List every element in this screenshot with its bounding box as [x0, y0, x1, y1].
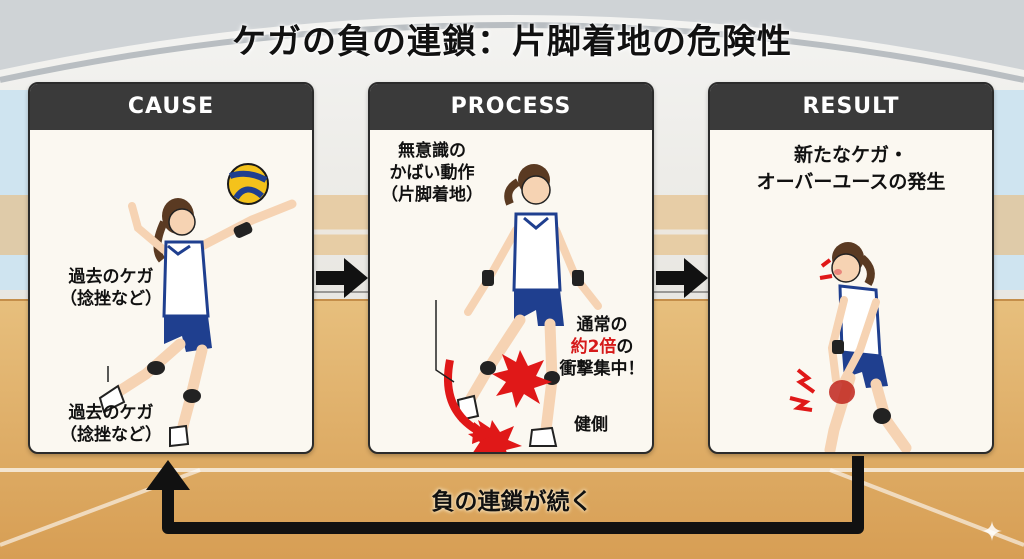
process-label-top: 無意識の かばい動作 （片脚着地）	[372, 140, 492, 206]
sparkle-icon	[982, 521, 1002, 541]
pain-spark-icon	[789, 258, 833, 412]
result-label-top: 新たなケガ・ オーバーユースの発生	[710, 142, 992, 196]
result-header: RESULT	[710, 84, 992, 130]
right-arrow-icon	[316, 258, 368, 298]
process-label-healthy-side: 健側	[574, 415, 608, 435]
loop-label: 負の連鎖が続く	[431, 489, 593, 515]
injured-player-illustration	[789, 242, 912, 452]
result-label-top-line2: オーバーユースの発生	[756, 171, 946, 193]
spiking-player-illustration	[98, 163, 297, 448]
cause-label-1: 過去のケガ （捻挫など）	[36, 266, 186, 310]
process-header: PROCESS	[370, 84, 652, 130]
process-label-impact-line3: 衝撃集中！	[559, 359, 645, 379]
right-arrow-icon	[656, 258, 708, 298]
cause-label-2-line2: （捻挫など）	[60, 425, 162, 445]
process-label-impact-line1: 通常の	[576, 315, 628, 335]
landing-player-illustration	[435, 164, 602, 452]
cause-panel: CAUSE 過去のケガ （捻挫など）	[28, 82, 314, 454]
process-label-top-line2: かばい動作	[389, 163, 475, 183]
cause-label-2: 過去のケガ （捻挫など）	[36, 402, 186, 446]
cause-label-2-line1: 過去のケガ	[68, 403, 154, 423]
process-panel: PROCESS 無意識の かばい動作	[368, 82, 654, 454]
page-title: ケガの負の連鎖：片脚着地の危険性	[232, 22, 792, 62]
cause-label-1-line2: （捻挫など）	[60, 289, 162, 309]
cause-header: CAUSE	[30, 84, 312, 130]
result-label-top-line1: 新たなケガ・	[793, 144, 908, 166]
volleyball-icon	[227, 163, 269, 205]
process-label-impact: 通常の 約2倍の 衝撃集中！	[552, 314, 652, 380]
process-label-impact-ratio: 約2倍	[570, 337, 617, 357]
cause-label-1-line1: 過去のケガ	[68, 267, 154, 287]
process-label-top-line3: （片脚着地）	[381, 185, 483, 205]
process-label-top-line1: 無意識の	[398, 141, 466, 161]
process-label-impact-particle: の	[616, 337, 634, 357]
result-panel: RESULT 新たなケガ・ オーバーユースの発生	[708, 82, 994, 454]
